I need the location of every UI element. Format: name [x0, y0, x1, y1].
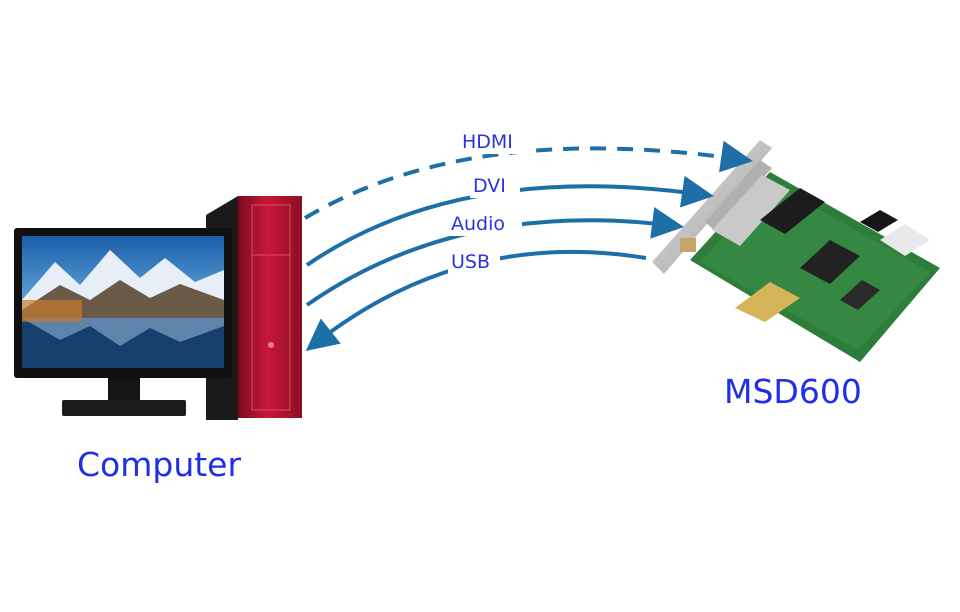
- monitor: [14, 228, 232, 416]
- hdmi-label-bg: [458, 128, 530, 154]
- hdmi-arrow: [303, 140, 753, 220]
- msd600-card-icon: [652, 140, 940, 362]
- usb-label-bg: [448, 248, 500, 274]
- audio-label: Audio: [451, 213, 505, 235]
- dvi-label: DVI: [473, 175, 506, 197]
- msd600-label: MSD600: [724, 372, 862, 411]
- edge-connector: [735, 282, 800, 322]
- usb-label: USB: [451, 251, 490, 273]
- hdmi-label: HDMI: [462, 131, 513, 153]
- dvi-label-bg: [470, 172, 520, 198]
- computer-label: Computer: [77, 445, 242, 484]
- audio-label-bg: [448, 210, 522, 236]
- computer-icon: [14, 196, 302, 420]
